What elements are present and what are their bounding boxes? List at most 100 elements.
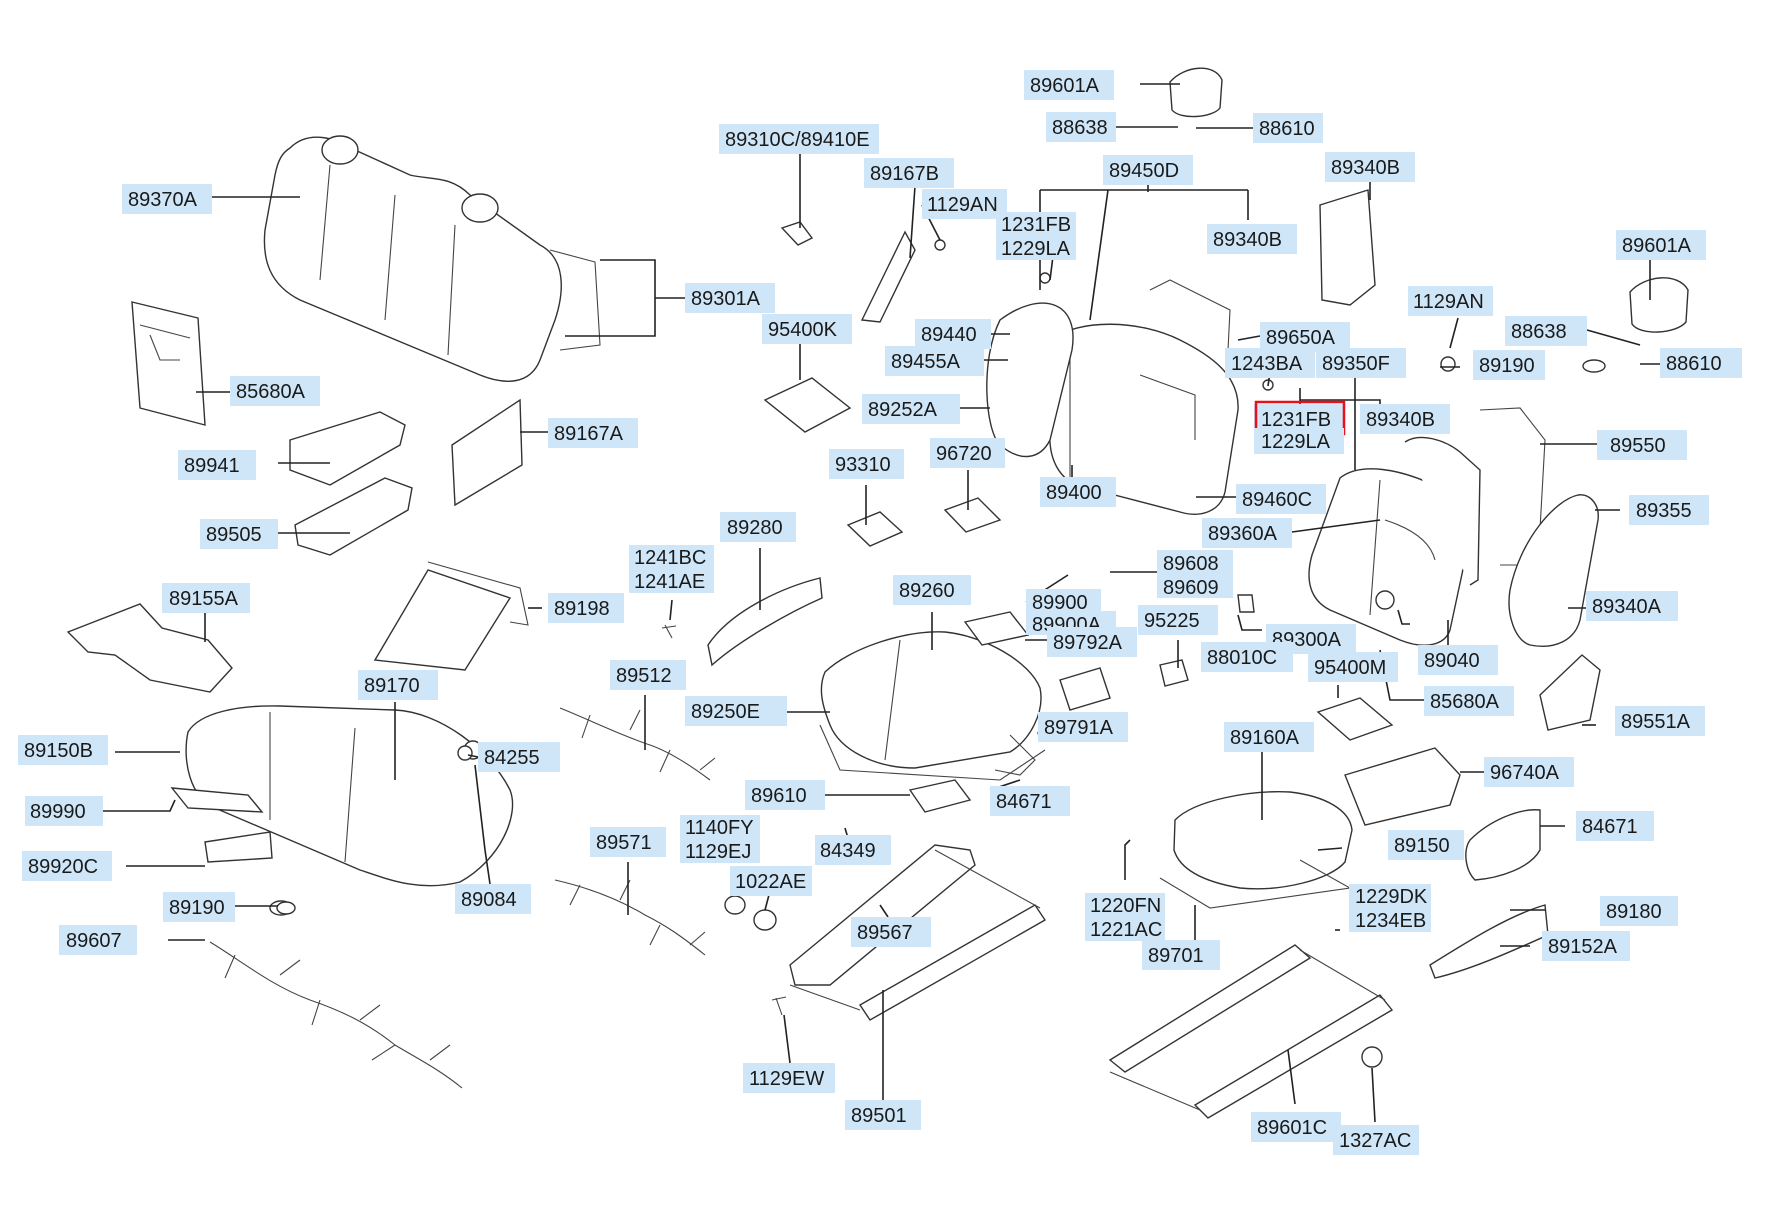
- part-label[interactable]: 89150: [1388, 830, 1464, 860]
- part-label[interactable]: 89150B: [18, 735, 108, 765]
- part-label[interactable]: 1241BC: [629, 545, 714, 569]
- part-label[interactable]: 1022AE: [730, 866, 812, 896]
- part-label[interactable]: 88010C: [1201, 642, 1293, 672]
- part-label[interactable]: 1220FN: [1085, 893, 1165, 917]
- module-96720-drawing: [943, 497, 1002, 533]
- part-label[interactable]: 1221AC: [1085, 917, 1165, 941]
- part-label[interactable]: 1241AE: [629, 569, 714, 593]
- frame-89340b-drawing: [1319, 189, 1376, 306]
- part-label[interactable]: 89571: [590, 827, 666, 857]
- part-label[interactable]: 89084: [455, 884, 531, 914]
- mat-89155a-drawing: [66, 603, 233, 693]
- svg-text:89340A: 89340A: [1592, 596, 1662, 618]
- part-label[interactable]: 1129AN: [1408, 286, 1493, 316]
- part-label[interactable]: 89340B: [1207, 224, 1297, 254]
- part-label[interactable]: 89900: [1026, 589, 1101, 614]
- part-label[interactable]: 89607: [59, 925, 137, 955]
- part-label[interactable]: 85680A: [1424, 686, 1514, 716]
- part-label[interactable]: 89340B: [1360, 404, 1450, 434]
- part-label[interactable]: 85680A: [230, 376, 320, 406]
- part-label[interactable]: 89040: [1418, 645, 1498, 675]
- part-label[interactable]: 89250E: [685, 696, 787, 726]
- part-label[interactable]: 89501: [845, 1100, 921, 1130]
- part-label[interactable]: 1231FB: [996, 212, 1076, 236]
- part-label[interactable]: 89170: [358, 670, 438, 700]
- part-label[interactable]: 89155A: [162, 583, 250, 613]
- part-label[interactable]: 1229LA: [1254, 428, 1344, 454]
- part-label[interactable]: 89280: [720, 512, 796, 542]
- part-label[interactable]: 84671: [1576, 811, 1654, 841]
- part-label[interactable]: 89167A: [548, 418, 638, 448]
- part-label[interactable]: 95400K: [762, 314, 852, 344]
- part-label[interactable]: 89608: [1157, 550, 1233, 575]
- part-label[interactable]: 89512: [610, 660, 686, 690]
- part-label[interactable]: 89505: [200, 519, 278, 549]
- part-label[interactable]: 89550: [1597, 430, 1687, 460]
- bolt-88010c-drawing: [1237, 594, 1255, 613]
- part-label[interactable]: 89701: [1142, 940, 1220, 970]
- part-label[interactable]: 89260: [893, 575, 971, 605]
- part-label[interactable]: 89650A: [1260, 322, 1350, 352]
- part-label[interactable]: 89450D: [1103, 155, 1193, 185]
- part-label[interactable]: 89198: [548, 593, 624, 623]
- part-label[interactable]: 1129AN: [922, 189, 1007, 219]
- part-label[interactable]: 1129EW: [743, 1063, 835, 1093]
- part-label[interactable]: 89360A: [1202, 518, 1292, 548]
- part-label[interactable]: 89190: [163, 892, 235, 922]
- svg-text:89990: 89990: [30, 801, 86, 823]
- part-label[interactable]: 89551A: [1615, 706, 1705, 736]
- part-label[interactable]: 89340A: [1586, 591, 1678, 621]
- part-label[interactable]: 89190: [1473, 350, 1545, 380]
- part-label[interactable]: 89601C: [1251, 1112, 1341, 1142]
- part-label[interactable]: 84349: [815, 835, 891, 865]
- part-label[interactable]: 89160A: [1224, 722, 1314, 752]
- part-label[interactable]: 89180: [1600, 896, 1678, 926]
- part-label[interactable]: 89609: [1157, 574, 1233, 599]
- part-label[interactable]: 89440: [915, 319, 991, 349]
- part-label[interactable]: 1140FY: [680, 815, 760, 839]
- bolt-1140fy-drawing: [724, 895, 746, 915]
- part-label[interactable]: 89152A: [1542, 931, 1630, 961]
- cap-89190-drawing: [1582, 359, 1606, 373]
- part-label[interactable]: 96720: [930, 438, 1005, 468]
- part-label[interactable]: 1229DK: [1349, 884, 1431, 908]
- part-label[interactable]: 89167B: [864, 158, 954, 188]
- part-label[interactable]: 1327AC: [1333, 1125, 1419, 1155]
- part-label[interactable]: 89355: [1629, 495, 1709, 525]
- part-label[interactable]: 89460C: [1236, 484, 1326, 514]
- part-label[interactable]: 84671: [990, 786, 1070, 816]
- part-label[interactable]: 89340B: [1325, 152, 1415, 182]
- part-label[interactable]: 93310: [829, 449, 904, 479]
- part-label[interactable]: 89601A: [1616, 230, 1706, 260]
- part-label[interactable]: 95225: [1138, 605, 1218, 635]
- part-label[interactable]: 88610: [1660, 348, 1742, 378]
- part-label[interactable]: 89990: [25, 796, 103, 826]
- part-label[interactable]: 89310C/89410E: [719, 124, 879, 154]
- part-label[interactable]: 1129EJ: [680, 839, 760, 863]
- part-label[interactable]: 84255: [478, 742, 560, 772]
- part-label[interactable]: 88610: [1253, 113, 1323, 143]
- part-label[interactable]: 89370A: [122, 184, 212, 214]
- part-label[interactable]: 1229LA: [996, 236, 1076, 260]
- part-label[interactable]: 95400M: [1308, 652, 1398, 682]
- part-label[interactable]: 96740A: [1484, 757, 1574, 787]
- part-label[interactable]: 89400: [1040, 477, 1116, 507]
- svg-text:89920C: 89920C: [28, 856, 98, 878]
- part-label[interactable]: 89941: [178, 450, 256, 480]
- part-label[interactable]: 89610: [745, 780, 825, 810]
- part-label[interactable]: 1243BA: [1225, 348, 1315, 378]
- svg-text:89355: 89355: [1636, 500, 1692, 522]
- part-label[interactable]: 1234EB: [1349, 908, 1431, 932]
- part-label[interactable]: 88638: [1505, 316, 1587, 346]
- part-label[interactable]: 89455A: [885, 346, 984, 376]
- part-label[interactable]: 89601A: [1024, 70, 1114, 100]
- part-label[interactable]: 89792A: [1047, 627, 1137, 657]
- part-label[interactable]: 89567: [851, 917, 931, 947]
- svg-text:89160A: 89160A: [1230, 727, 1300, 749]
- part-label[interactable]: 89791A: [1038, 712, 1128, 742]
- part-label[interactable]: 89920C: [22, 851, 112, 881]
- part-label[interactable]: 89350F: [1316, 348, 1406, 378]
- part-label[interactable]: 88638: [1046, 112, 1116, 142]
- part-label[interactable]: 89301A: [685, 283, 775, 313]
- part-label[interactable]: 89252A: [862, 394, 960, 424]
